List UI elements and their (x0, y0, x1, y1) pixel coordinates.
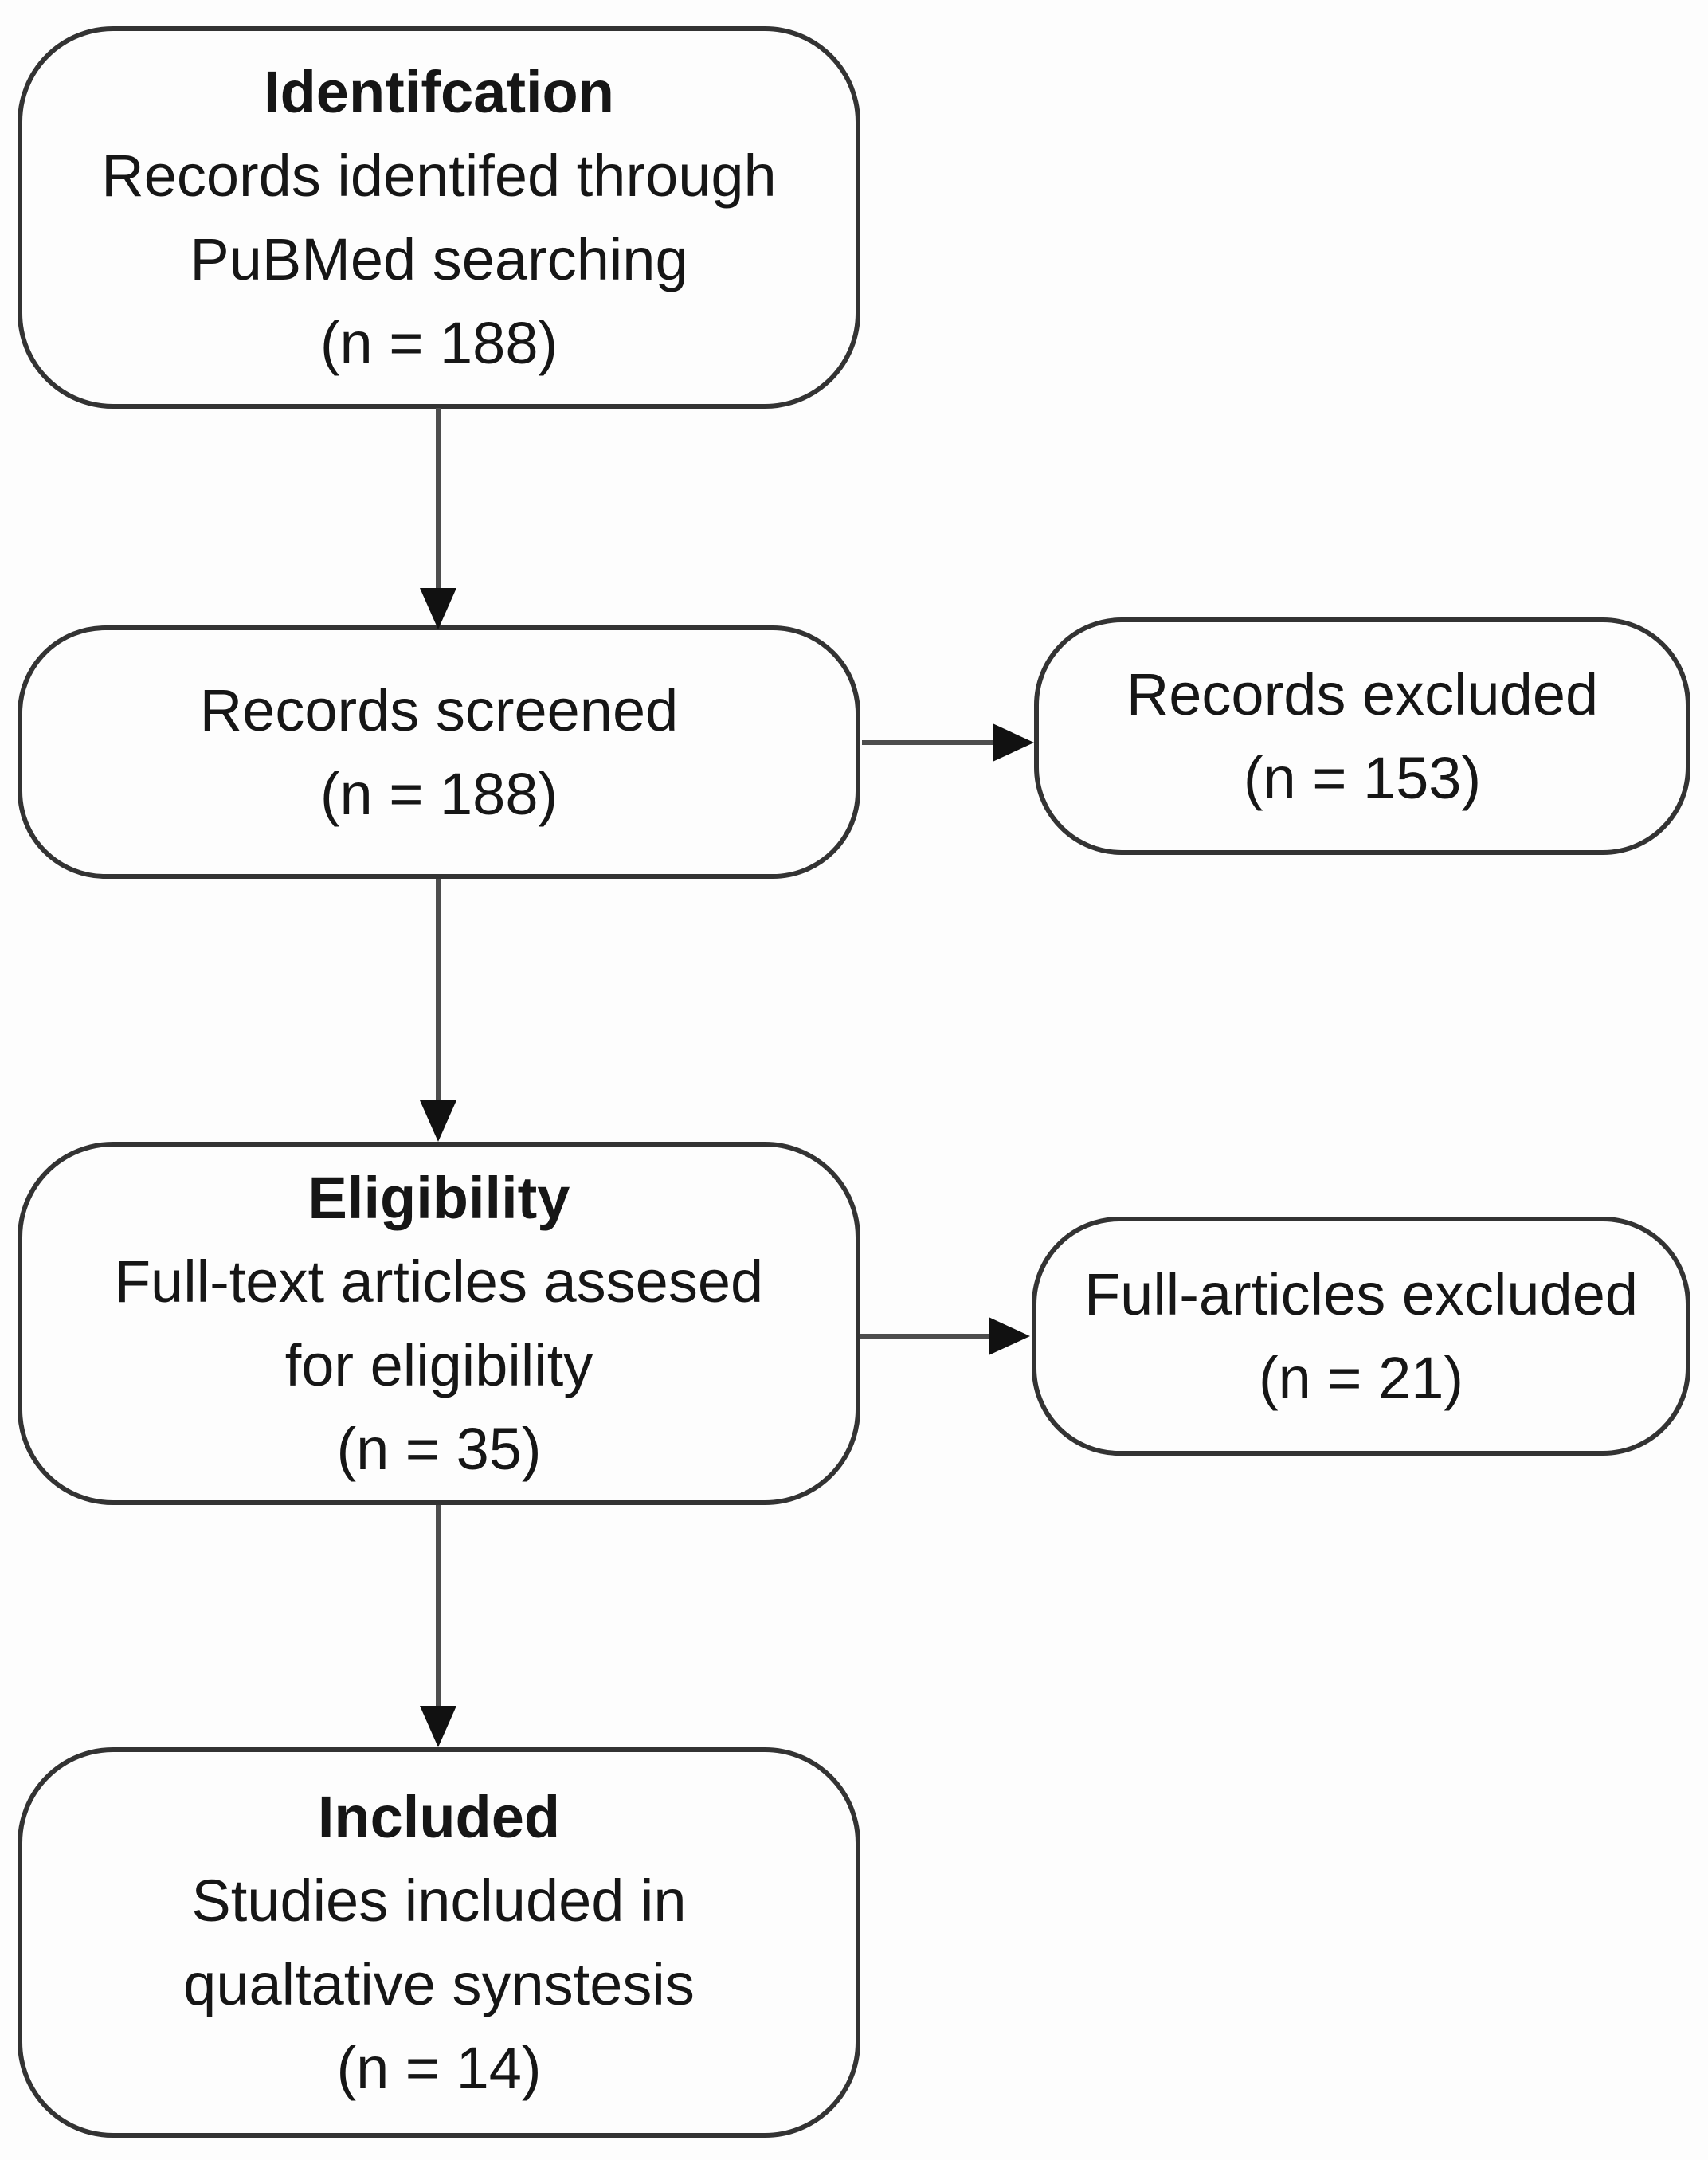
box-eligibility-body: Full-text articles assesed for eligibili… (114, 1248, 764, 1483)
arrow-screened-to-excluded-icon (862, 723, 1034, 762)
box-identification-body: Records identifed through PuBMed searchi… (101, 142, 777, 377)
box-records-excluded-body: Records excluded (n = 153) (1126, 661, 1599, 811)
box-full-articles-excluded-body: Full-articles excluded (n = 21) (1083, 1260, 1639, 1411)
arrow-eligibility-to-included-icon (420, 1505, 456, 1747)
box-records-screened-body: Records screened (n = 188) (199, 676, 679, 827)
box-included-title: Included (317, 1783, 561, 1850)
box-included-body: Studies included in qualtative synstesis… (183, 1867, 695, 2102)
arrow-eligibility-to-full-excluded-icon (860, 1317, 1030, 1355)
arrow-identification-to-screened-icon (420, 408, 456, 629)
box-full-articles-excluded: Full-articles excluded (n = 21) (1032, 1217, 1690, 1456)
box-records-excluded: Records excluded (n = 153) (1034, 617, 1690, 855)
box-identification-title: Identifcation (264, 58, 614, 125)
box-records-screened: Records screened (n = 188) (18, 625, 860, 879)
arrow-screened-to-eligibility-icon (420, 879, 456, 1142)
box-eligibility-title: Eligibility (308, 1164, 570, 1231)
box-eligibility: Eligibility Full-text articles assesed f… (18, 1142, 860, 1505)
box-identification: Identifcation Records identifed through … (18, 26, 860, 409)
box-included: Included Studies included in qualtative … (18, 1747, 860, 2138)
